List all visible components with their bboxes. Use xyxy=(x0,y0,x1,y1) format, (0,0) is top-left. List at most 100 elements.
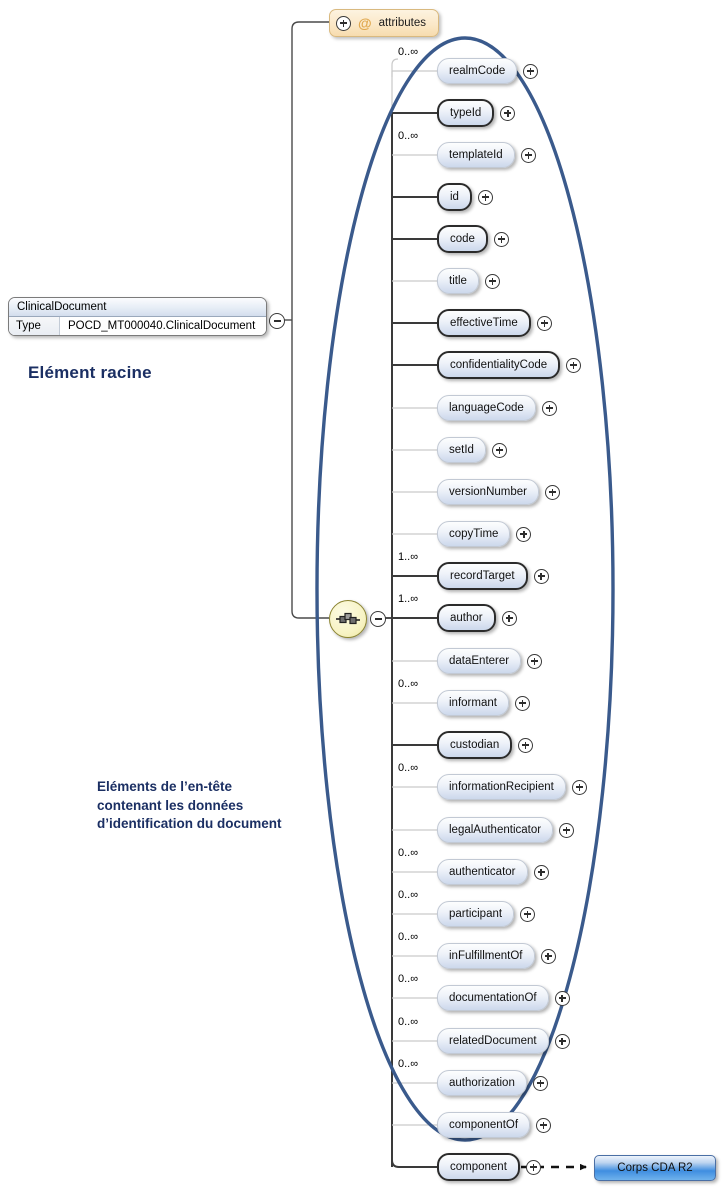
element-node-dataEnterer[interactable]: dataEnterer xyxy=(437,648,543,674)
sequence-compositor-icon[interactable] xyxy=(329,600,367,638)
plus-circle-icon[interactable] xyxy=(514,695,530,711)
plus-circle-icon[interactable] xyxy=(523,63,539,79)
element-label-legalAuthenticator: legalAuthenticator xyxy=(437,817,554,843)
element-node-templateId[interactable]: templateId xyxy=(437,142,536,168)
element-node-id[interactable]: id xyxy=(437,183,493,211)
element-node-legalAuthenticator[interactable]: legalAuthenticator xyxy=(437,817,575,843)
element-node-setId[interactable]: setId xyxy=(437,437,507,463)
corps-cda-r2-label: Corps CDA R2 xyxy=(617,1162,693,1174)
plus-circle-icon[interactable] xyxy=(532,1075,548,1091)
plus-circle-icon[interactable] xyxy=(540,948,556,964)
plus-circle-icon[interactable] xyxy=(477,189,493,205)
plus-circle-icon[interactable] xyxy=(544,484,560,500)
element-label-languageCode: languageCode xyxy=(437,395,536,421)
root-collapse-icon[interactable] xyxy=(269,313,285,329)
element-label-participant: participant xyxy=(437,901,515,927)
plus-circle-icon[interactable] xyxy=(336,15,351,31)
element-node-component[interactable]: component xyxy=(437,1153,541,1181)
element-node-custodian[interactable]: custodian xyxy=(437,731,534,759)
element-node-participant[interactable]: participant xyxy=(437,901,536,927)
root-element-type-row: Type POCD_MT000040.ClinicalDocument xyxy=(9,317,266,335)
element-label-component: component xyxy=(437,1153,520,1181)
element-node-authorization[interactable]: authorization xyxy=(437,1070,548,1096)
element-node-author[interactable]: author xyxy=(437,604,517,632)
root-type-value: POCD_MT000040.ClinicalDocument xyxy=(68,320,256,332)
attributes-node[interactable]: @ attributes xyxy=(329,9,439,37)
plus-circle-icon[interactable] xyxy=(484,273,500,289)
plus-circle-icon[interactable] xyxy=(533,568,549,584)
element-node-confidentialityCode[interactable]: confidentialityCode xyxy=(437,351,582,379)
sequence-glyph xyxy=(336,612,360,625)
element-label-author: author xyxy=(437,604,496,632)
element-label-documentationOf: documentationOf xyxy=(437,985,549,1011)
element-label-inFulfillmentOf: inFulfillmentOf xyxy=(437,943,535,969)
element-node-title[interactable]: title xyxy=(437,268,500,294)
corps-cda-r2-box[interactable]: Corps CDA R2 xyxy=(594,1155,716,1181)
element-node-authenticator[interactable]: authenticator xyxy=(437,859,549,885)
element-node-realmCode[interactable]: realmCode xyxy=(437,58,539,84)
element-node-languageCode[interactable]: languageCode xyxy=(437,395,557,421)
sequence-collapse-icon[interactable] xyxy=(370,611,386,627)
element-label-id: id xyxy=(437,183,472,211)
plus-circle-icon[interactable] xyxy=(520,147,536,163)
plus-circle-icon[interactable] xyxy=(533,864,549,880)
cardinality-inFulfillmentOf: 0..∞ xyxy=(398,931,419,943)
element-label-setId: setId xyxy=(437,437,486,463)
element-node-informationRecipient[interactable]: informationRecipient xyxy=(437,774,587,800)
plus-circle-icon[interactable] xyxy=(566,357,582,373)
element-label-confidentialityCode: confidentialityCode xyxy=(437,351,561,379)
plus-circle-icon[interactable] xyxy=(491,442,507,458)
plus-circle-icon[interactable] xyxy=(501,610,517,626)
element-label-typeId: typeId xyxy=(437,99,495,127)
element-label-componentOf: componentOf xyxy=(437,1112,531,1138)
element-node-inFulfillmentOf[interactable]: inFulfillmentOf xyxy=(437,943,556,969)
plus-circle-icon[interactable] xyxy=(554,990,570,1006)
annotation-header-label: Eléments de l’en-tête contenant les donn… xyxy=(97,779,282,831)
element-label-realmCode: realmCode xyxy=(437,58,518,84)
cardinality-authorization: 0..∞ xyxy=(398,1058,419,1070)
plus-circle-icon[interactable] xyxy=(536,1117,552,1133)
cardinality-realmCode: 0..∞ xyxy=(398,46,419,58)
plus-circle-icon[interactable] xyxy=(493,231,509,247)
plus-circle-icon[interactable] xyxy=(520,906,536,922)
plus-circle-icon[interactable] xyxy=(536,315,552,331)
element-label-code: code xyxy=(437,225,488,253)
annotation-root-label: Elément racine xyxy=(28,363,152,382)
element-label-recordTarget: recordTarget xyxy=(437,562,528,590)
element-node-copyTime[interactable]: copyTime xyxy=(437,521,532,547)
plus-circle-icon[interactable] xyxy=(516,526,532,542)
plus-circle-icon[interactable] xyxy=(525,1159,541,1175)
attributes-node-label: attributes xyxy=(378,17,426,29)
plus-circle-icon[interactable] xyxy=(500,105,516,121)
at-symbol-icon: @ xyxy=(358,15,372,31)
plus-circle-icon[interactable] xyxy=(541,400,557,416)
root-element-box[interactable]: ClinicalDocument Type POCD_MT000040.Clin… xyxy=(8,297,267,336)
element-node-informant[interactable]: informant xyxy=(437,690,530,716)
element-label-authenticator: authenticator xyxy=(437,859,528,885)
cardinality-recordTarget: 1..∞ xyxy=(398,551,419,563)
cardinality-relatedDocument: 0..∞ xyxy=(398,1016,419,1028)
plus-circle-icon[interactable] xyxy=(559,822,575,838)
cardinality-participant: 0..∞ xyxy=(398,889,419,901)
element-label-authorization: authorization xyxy=(437,1070,527,1096)
element-label-copyTime: copyTime xyxy=(437,521,511,547)
element-node-code[interactable]: code xyxy=(437,225,509,253)
plus-circle-icon[interactable] xyxy=(571,779,587,795)
cardinality-informationRecipient: 0..∞ xyxy=(398,762,419,774)
plus-circle-icon[interactable] xyxy=(554,1033,570,1049)
element-node-effectiveTime[interactable]: effectiveTime xyxy=(437,309,552,337)
element-node-recordTarget[interactable]: recordTarget xyxy=(437,562,549,590)
element-node-componentOf[interactable]: componentOf xyxy=(437,1112,552,1138)
cardinality-author: 1..∞ xyxy=(398,593,419,605)
plus-circle-icon[interactable] xyxy=(518,737,534,753)
root-element-name: ClinicalDocument xyxy=(9,298,266,317)
cardinality-informant: 0..∞ xyxy=(398,678,419,690)
cardinality-documentationOf: 0..∞ xyxy=(398,973,419,985)
element-node-typeId[interactable]: typeId xyxy=(437,99,516,127)
element-node-documentationOf[interactable]: documentationOf xyxy=(437,985,570,1011)
element-node-versionNumber[interactable]: versionNumber xyxy=(437,479,560,505)
plus-circle-icon[interactable] xyxy=(527,653,543,669)
element-node-relatedDocument[interactable]: relatedDocument xyxy=(437,1028,570,1054)
